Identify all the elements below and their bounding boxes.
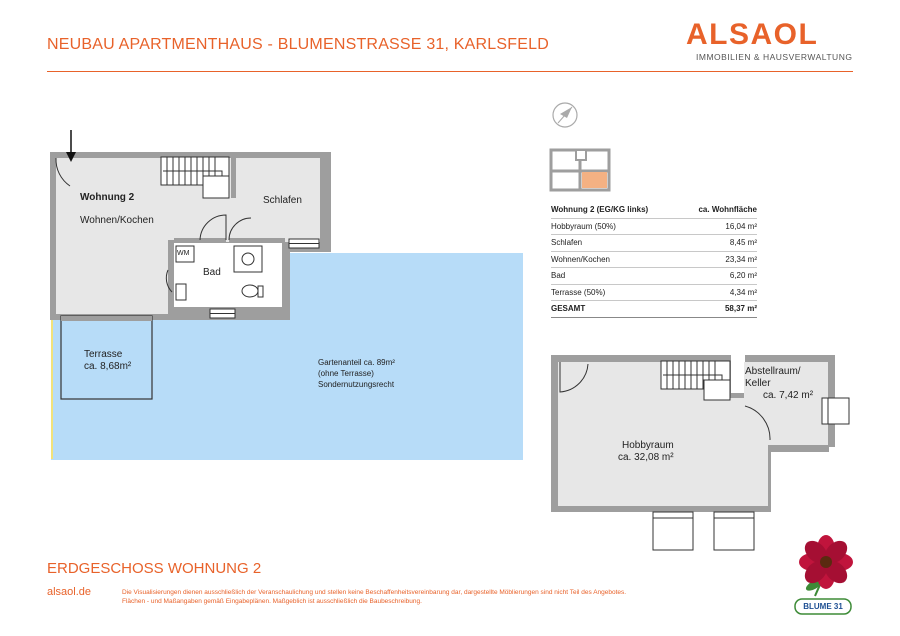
row-label: Bad (551, 267, 680, 285)
flower-logo-icon (794, 535, 853, 615)
header-divider (47, 71, 853, 72)
abstell-floor (744, 362, 828, 445)
room-schlafen-label: Schlafen (263, 195, 302, 206)
disclaimer-line1: Die Visualisierungen dienen ausschließli… (122, 589, 627, 596)
washing-machine-label: WM (177, 250, 190, 257)
building-key-map (549, 148, 611, 192)
table-row: Schlafen 8,45 m² (551, 234, 757, 252)
company-logo-subtitle: IMMOBILIEN & HAUSVERWALTUNG (696, 52, 853, 62)
garden-note-line1: Gartenanteil ca. 89m² (318, 358, 395, 367)
schlafen-floor (236, 158, 320, 242)
basement-stair (660, 360, 731, 401)
row-value: 8,45 m² (679, 234, 757, 252)
table-header-label: Wohnung 2 (EG/KG links) (551, 202, 680, 219)
interior-wall (231, 158, 236, 198)
row-label: Terrasse (50%) (551, 284, 680, 301)
terrace-outline (60, 315, 153, 400)
highlighted-unit (582, 172, 607, 188)
apartment-label: Wohnung 2 (80, 192, 135, 203)
bath-fixtures (175, 245, 264, 301)
interior-wall (168, 240, 174, 314)
basement-doors (559, 362, 771, 441)
doors (55, 157, 252, 293)
terrace-area: ca. 8,68m² (84, 361, 132, 372)
room-bad-label: Bad (203, 267, 221, 278)
page-title: NEUBAU APARTMENTHAUS - BLUMENSTRASSE 31,… (47, 36, 549, 53)
interior-wall (282, 243, 288, 314)
room-abstell-label-1: Abstellraum/ (745, 366, 801, 377)
total-label: GESAMT (551, 300, 680, 318)
interior-wall (174, 238, 226, 243)
row-label: Wohnen/Kochen (551, 251, 680, 268)
entrance-arrow (66, 130, 76, 162)
interior-wall (229, 238, 285, 243)
room-hobby-area: ca. 32,08 m² (618, 452, 674, 463)
disclaimer: Die Visualisierungen dienen ausschließli… (122, 588, 626, 606)
table-row: Bad 6,20 m² (551, 267, 757, 285)
living-floor-lower (56, 240, 172, 314)
table-header-row: Wohnung 2 (EG/KG links) ca. Wohnfläche (551, 202, 757, 219)
room-abstell-label-2: Keller (745, 378, 771, 389)
total-value: 58,37 m² (679, 300, 757, 318)
row-value: 6,20 m² (679, 267, 757, 285)
floor-title: ERDGESCHOSS WOHNUNG 2 (47, 560, 262, 577)
disclaimer-line2: Flächen - und Maßangaben gemäß Eingabepl… (122, 598, 422, 605)
terrace-wall (61, 316, 152, 321)
area-table: Wohnung 2 (EG/KG links) ca. Wohnfläche H… (551, 202, 757, 318)
company-logo: ALSAOL (686, 18, 819, 51)
row-label: Schlafen (551, 234, 680, 252)
website-link[interactable]: alsaol.de (47, 586, 92, 598)
row-value: 16,04 m² (679, 218, 757, 235)
table-row: Hobbyraum (50%) 16,04 m² (551, 218, 757, 235)
garden-note-line3: Sondernutzungsrecht (318, 380, 395, 389)
room-wohnen-label: Wohnen/Kochen (80, 215, 154, 226)
table-header-value: ca. Wohnfläche (679, 202, 757, 219)
table-row: Wohnen/Kochen 23,34 m² (551, 251, 757, 268)
garden-note-line2: (ohne Terrasse) (318, 369, 374, 378)
row-value: 23,34 m² (679, 251, 757, 268)
row-value: 4,34 m² (679, 284, 757, 301)
badge-label: BLUME 31 (803, 602, 843, 611)
table-total-row: GESAMT 58,37 m² (551, 300, 757, 318)
window (209, 238, 320, 319)
north-arrow-icon (552, 102, 578, 128)
row-label: Hobbyraum (50%) (551, 218, 680, 235)
room-hobby-label: Hobbyraum (622, 440, 674, 451)
stair (160, 156, 230, 199)
terrace-name: Terrasse (84, 349, 123, 360)
table-row: Terrasse (50%) 4,34 m² (551, 284, 757, 301)
room-abstell-area: ca. 7,42 m² (763, 390, 814, 401)
basement-windows (652, 397, 850, 551)
